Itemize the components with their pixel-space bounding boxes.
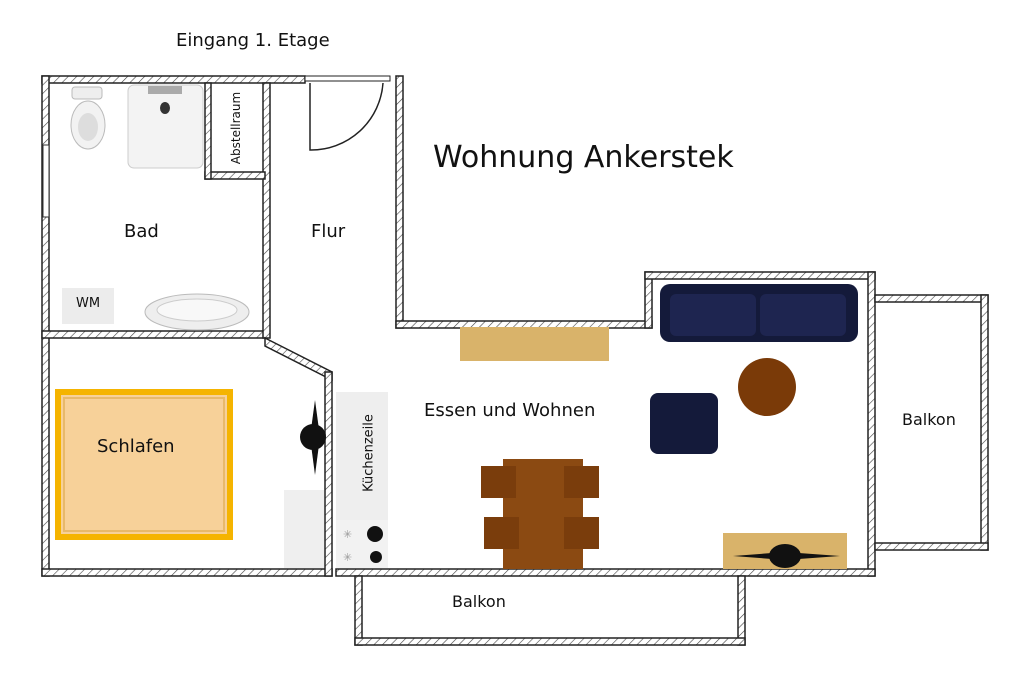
sink-icon <box>144 293 250 331</box>
room-label-abstellraum: Abstellraum <box>229 91 243 165</box>
svg-text:✳: ✳ <box>343 528 352 541</box>
label-wm: WM <box>76 296 101 311</box>
armchair <box>650 393 718 454</box>
room-label-flur: Flur <box>311 221 346 242</box>
window <box>42 144 50 218</box>
washing-machine <box>62 288 114 324</box>
entrance-door[interactable] <box>309 82 384 151</box>
room-label-balkon-bottom: Balkon <box>452 592 506 611</box>
svg-text:✳: ✳ <box>343 551 352 564</box>
room-label-essen-wohnen: Essen und Wohnen <box>424 400 596 421</box>
lamp-icon <box>300 400 326 475</box>
toilet-icon <box>70 86 106 150</box>
room-label-balkon-right: Balkon <box>902 410 956 429</box>
round-table <box>738 358 796 416</box>
kitchen-counter <box>336 392 388 520</box>
walls <box>41 75 989 646</box>
wardrobe <box>284 490 324 568</box>
sideboard <box>460 327 609 361</box>
label-kuechenzeile: Küchenzeile <box>361 414 377 492</box>
room-label-schlafen: Schlafen <box>97 436 175 457</box>
entrance-label: Eingang 1. Etage <box>176 30 330 51</box>
sofa <box>660 284 858 342</box>
door-threshold <box>304 75 391 82</box>
lamp-icon-living <box>733 544 840 568</box>
chairs <box>481 466 599 549</box>
page-title: Wohnung Ankerstek <box>433 140 734 175</box>
room-label-bad: Bad <box>124 221 159 242</box>
shower-icon <box>127 84 204 169</box>
stove-icon: ✳ ✳ <box>336 520 388 568</box>
bed <box>55 389 233 540</box>
